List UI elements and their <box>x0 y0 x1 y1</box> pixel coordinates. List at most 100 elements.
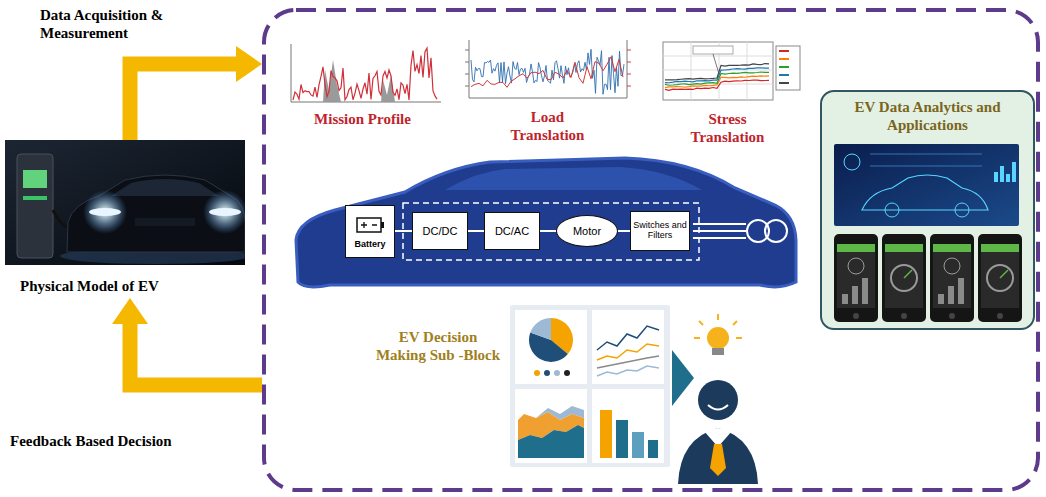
car-body <box>296 158 796 287</box>
chart-tick <box>627 74 631 75</box>
analytics-panel: EV Data Analytics and Applications <box>820 90 1035 330</box>
decision-illustration <box>733 321 737 325</box>
grid-line <box>690 42 691 100</box>
decision-illustration <box>698 380 738 420</box>
headlight-glow <box>203 190 245 234</box>
phone-button <box>997 313 1003 319</box>
transformer-symbol <box>693 220 787 242</box>
decision-illustration <box>515 310 587 384</box>
phone-screen <box>837 244 875 308</box>
decision-illustration <box>518 425 584 458</box>
chart-axis <box>291 44 441 102</box>
decision-illustration <box>694 314 742 338</box>
phone-header <box>837 244 875 252</box>
ev-photo: Physical Model of EV <box>5 140 245 295</box>
bar <box>1000 166 1004 182</box>
power-wire <box>618 231 630 232</box>
converter-box: DC/DC <box>412 212 468 250</box>
decision-illustration <box>534 370 540 376</box>
component-label: Battery <box>354 240 385 250</box>
decision-illustration <box>699 321 703 325</box>
power-wire <box>468 231 484 232</box>
grille <box>135 218 195 226</box>
phone-bar <box>862 278 868 304</box>
battery-box: Battery <box>345 205 395 258</box>
phone-bar <box>948 286 954 304</box>
battery-signs <box>361 222 377 228</box>
decision-illustration <box>510 305 670 467</box>
chart-panel-art <box>653 38 803 108</box>
battery-cell <box>357 218 381 232</box>
legend-line <box>779 66 789 68</box>
chart-line <box>665 68 769 83</box>
hud-line <box>870 154 982 155</box>
power-wire-shaft <box>540 230 556 232</box>
chart-title: Mission Profile <box>283 110 443 128</box>
phone-button <box>853 313 859 319</box>
phone-screen <box>885 244 923 308</box>
phone <box>978 234 1022 322</box>
grid-line <box>746 42 747 100</box>
arrow-head <box>236 46 262 82</box>
phone-screen <box>981 244 1019 308</box>
transformer-symbol <box>693 223 746 225</box>
legend-line <box>779 50 789 52</box>
annotation-leader <box>713 54 719 74</box>
phone-screen <box>933 244 971 308</box>
dashed-border <box>264 10 1038 490</box>
dashboard-image <box>834 144 1019 226</box>
phone-dial <box>848 258 864 274</box>
chart-line <box>293 48 437 100</box>
transformer-symbol <box>765 220 787 242</box>
bar <box>1012 162 1016 182</box>
phone-header <box>933 244 971 252</box>
phone-dial <box>987 265 1013 291</box>
decision-illustration <box>736 337 742 339</box>
phone-header <box>885 244 923 252</box>
acquisition-arrow <box>130 46 262 140</box>
car-silhouette <box>67 175 245 252</box>
headlight <box>209 208 241 216</box>
legend-line <box>779 58 789 60</box>
battery-terminal <box>381 222 384 228</box>
chart-tick <box>465 74 469 75</box>
car-body <box>445 167 702 190</box>
legend-line <box>779 74 789 76</box>
component-label: Switches and Filters <box>633 221 687 241</box>
motor-ellipse: Motor <box>556 215 618 247</box>
car-body <box>296 158 796 287</box>
inverter-box: DC/AC <box>484 212 540 250</box>
bar <box>994 172 998 182</box>
decision-illustration <box>597 366 659 376</box>
power-wire-shaft <box>618 230 630 232</box>
arrow-head <box>112 298 148 324</box>
wheel <box>955 203 969 217</box>
phone-bar <box>938 294 944 304</box>
chart-line <box>471 49 624 94</box>
arrow-label: Data Acquisition & Measurement <box>40 6 190 42</box>
decision-illustration <box>672 350 694 406</box>
chart-tick <box>465 50 469 51</box>
decision-illustration <box>600 410 612 458</box>
phone-bar <box>842 294 848 304</box>
chart-panel-art <box>453 36 643 106</box>
chart-tick <box>627 86 631 87</box>
bar <box>1006 174 1010 182</box>
chart-panel: Mission Profile <box>280 40 445 128</box>
decision-illustration <box>712 348 724 355</box>
decision-illustration <box>530 318 551 340</box>
phone-needle <box>904 270 912 278</box>
chart-panel: Stress Translation <box>650 38 805 146</box>
decision-illustration <box>678 428 758 484</box>
decision-illustration <box>708 405 728 410</box>
chart-panel-art <box>283 40 443 108</box>
legend-frame <box>776 46 800 90</box>
decision-illustration <box>717 314 719 320</box>
chart-title: Load Translation <box>498 108 598 144</box>
phone-button <box>949 313 955 319</box>
power-wire <box>395 231 412 232</box>
phone-bar <box>958 278 964 304</box>
hud-line <box>870 166 982 167</box>
component-label: Motor <box>573 225 601 237</box>
